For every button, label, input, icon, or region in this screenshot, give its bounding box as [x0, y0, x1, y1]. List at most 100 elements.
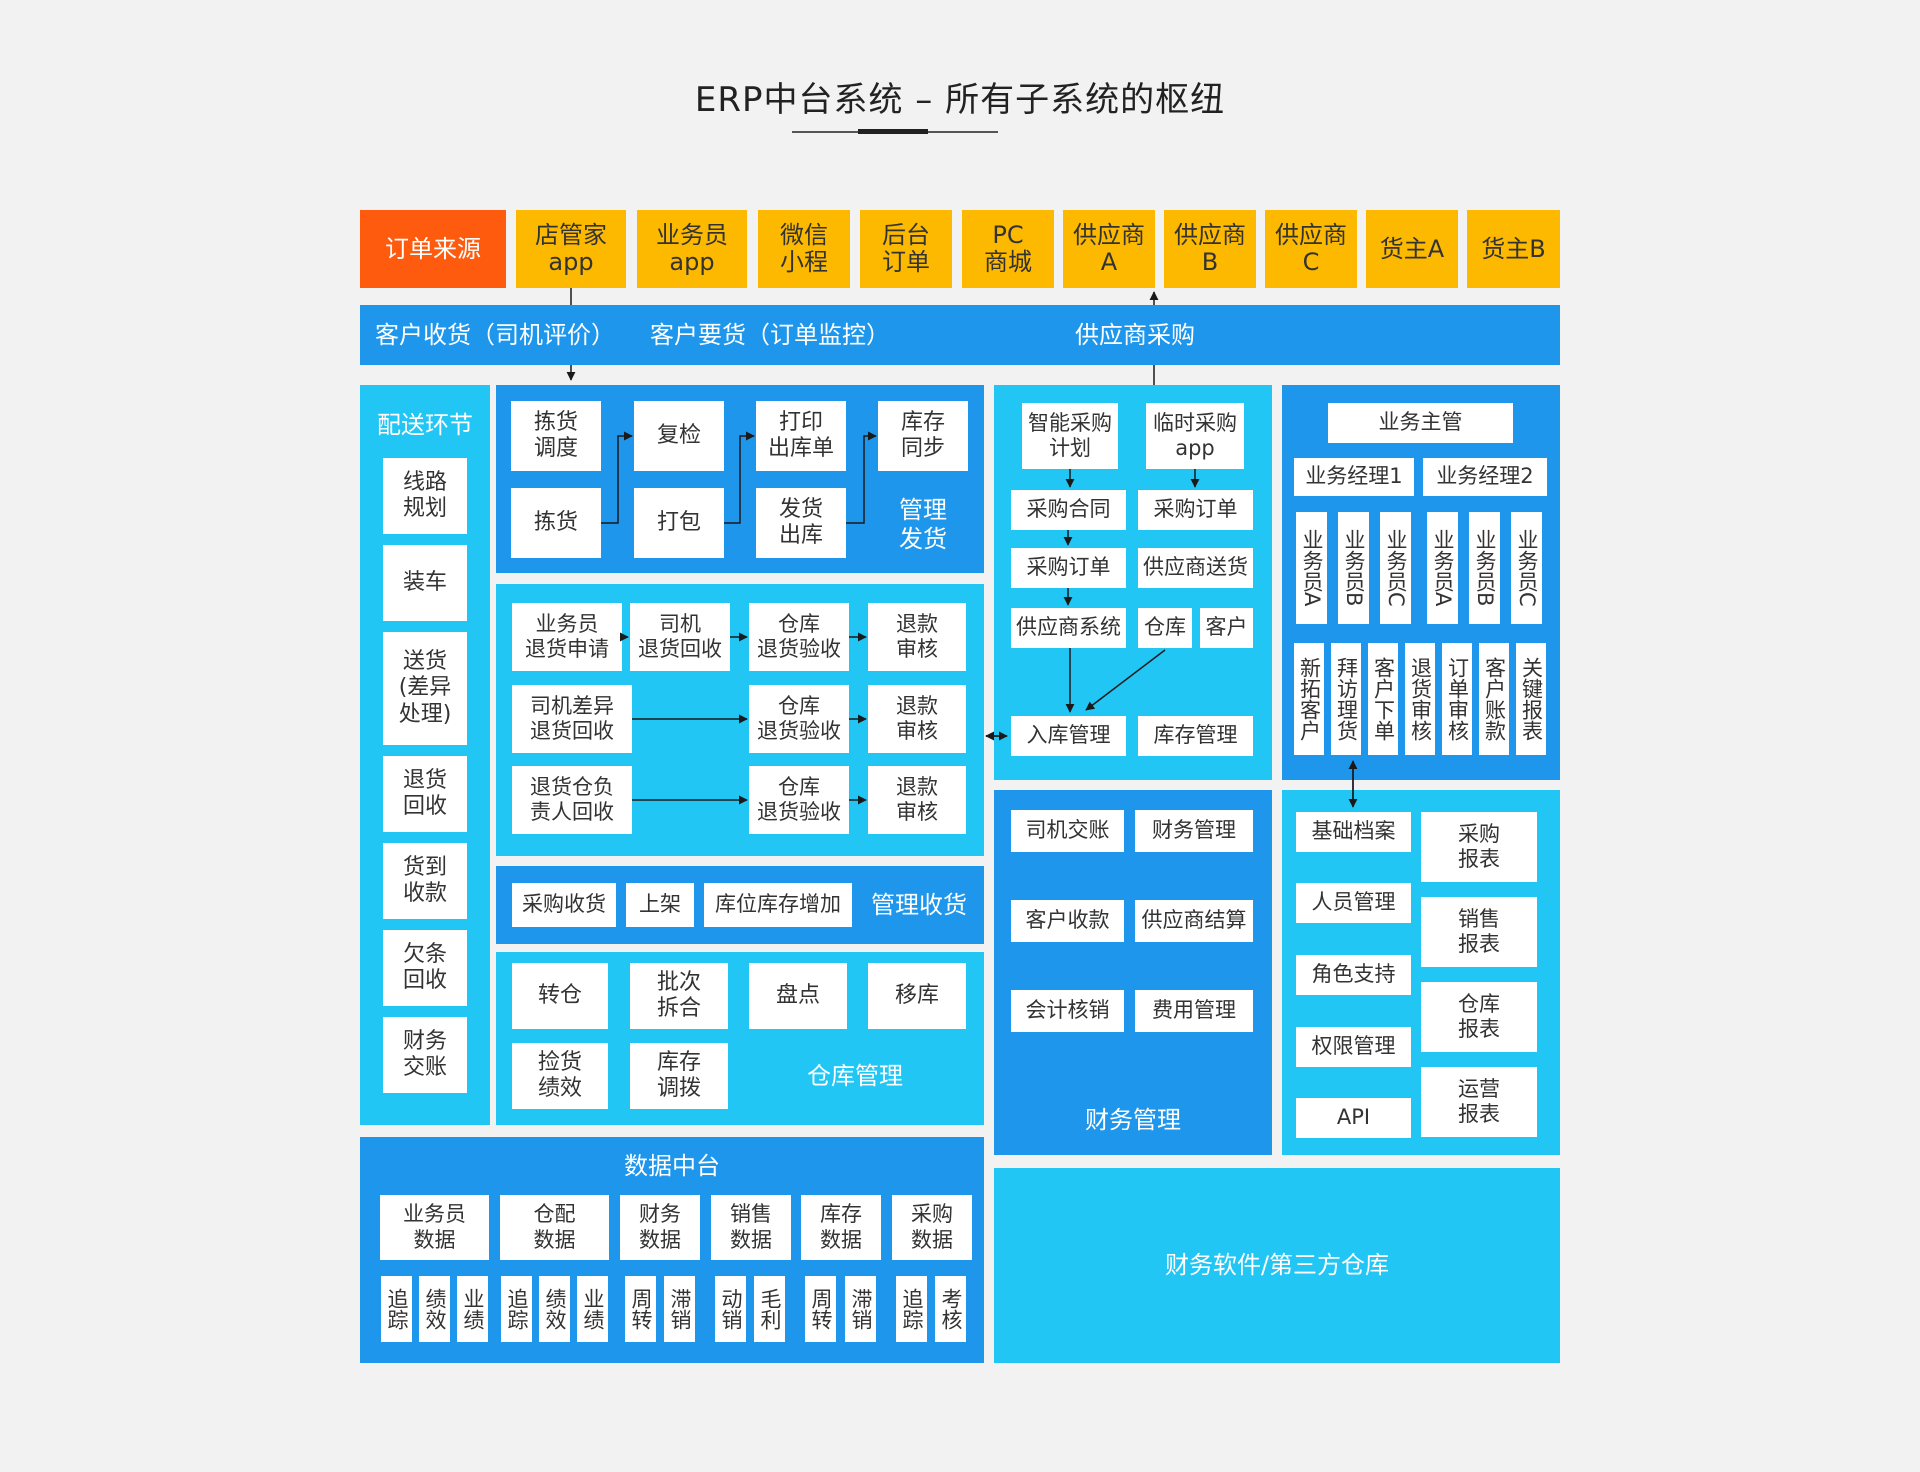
sales-rep-a2: 业务员A — [1427, 512, 1458, 624]
source-owner-b: 货主B — [1467, 210, 1560, 288]
return-warehouse-head: 退货仓负 责人回收 — [512, 766, 632, 834]
inbound-management: 入库管理 — [1011, 716, 1126, 756]
source-backend-order: 后台 订单 — [860, 210, 952, 288]
customer-payment: 客户收款 — [1011, 900, 1124, 942]
purchase-report: 采购 报表 — [1421, 812, 1537, 882]
data-inventory: 库存 数据 — [801, 1195, 881, 1260]
metric-results-2: 业绩 — [577, 1276, 608, 1342]
purchase-customer: 客户 — [1200, 608, 1253, 648]
stock-allocation: 库存 调拨 — [630, 1043, 728, 1109]
source-owner-a: 货主A — [1366, 210, 1458, 288]
location-stock-increase: 库位库存增加 — [704, 883, 852, 927]
metric-results-1: 业绩 — [457, 1276, 488, 1342]
api: API — [1296, 1098, 1411, 1138]
delivery-shipping: 送货 (差异 处理) — [383, 632, 467, 745]
transfer-warehouse: 转仓 — [512, 963, 608, 1029]
purchase-order: 采购订单 — [1011, 548, 1126, 588]
sales-rep-c1: 业务员C — [1380, 512, 1411, 624]
channel-bar — [360, 305, 1560, 365]
data-warehouse-dist: 仓配 数据 — [500, 1195, 609, 1260]
move-location: 移库 — [868, 963, 966, 1029]
driver-settlement: 司机交账 — [1011, 810, 1124, 852]
delivery-finance-settle: 财务 交账 — [383, 1017, 467, 1093]
func-order-review: 订单审核 — [1442, 643, 1472, 755]
data-sales: 销售 数据 — [711, 1195, 791, 1260]
metric-sell-through: 动销 — [715, 1276, 746, 1342]
data-platform-title: 数据中台 — [624, 1151, 720, 1180]
receiving-title: 管理收货 — [871, 890, 967, 919]
permission-management: 权限管理 — [1296, 1027, 1411, 1067]
title-underline-accent — [858, 129, 928, 134]
delivery-title: 配送环节 — [377, 410, 473, 439]
delivery-return-collect: 退货 回收 — [383, 756, 467, 832]
accounting-writeoff: 会计核销 — [1011, 990, 1124, 1032]
packing: 打包 — [634, 488, 724, 558]
finance-title: 财务管理 — [1085, 1105, 1181, 1134]
metric-track-1: 追踪 — [381, 1276, 412, 1342]
source-sales-app: 业务员 app — [637, 210, 747, 288]
personnel-management: 人员管理 — [1296, 883, 1411, 923]
recheck: 复检 — [634, 401, 724, 471]
sales-rep-b1: 业务员B — [1338, 512, 1369, 624]
finance-management: 财务管理 — [1135, 810, 1253, 852]
data-purchase: 采购 数据 — [892, 1195, 972, 1260]
base-archive: 基础档案 — [1296, 812, 1411, 852]
metric-performance-2: 绩效 — [539, 1276, 570, 1342]
metric-turnover-1: 周转 — [625, 1276, 656, 1342]
pick-dispatch: 拣货 调度 — [511, 401, 601, 471]
sales-report: 销售 报表 — [1421, 897, 1537, 967]
stock-count: 盘点 — [749, 963, 847, 1029]
source-supplier-a: 供应商 A — [1063, 210, 1155, 288]
role-support: 角色支持 — [1296, 955, 1411, 995]
supplier-delivery: 供应商送货 — [1138, 548, 1253, 588]
data-finance: 财务 数据 — [620, 1195, 700, 1260]
metric-assessment: 考核 — [935, 1276, 966, 1342]
func-key-reports: 关键报表 — [1516, 643, 1546, 755]
data-sales-rep: 业务员 数据 — [380, 1195, 489, 1260]
return-warehouse-check-1: 仓库 退货验收 — [749, 603, 849, 671]
metric-gross-margin: 毛利 — [754, 1276, 785, 1342]
sales-manager-1: 业务经理1 — [1294, 458, 1414, 496]
metric-turnover-2: 周转 — [805, 1276, 836, 1342]
sales-rep-b2: 业务员B — [1469, 512, 1500, 624]
purchase-contract: 采购合同 — [1011, 490, 1126, 530]
supplier-system: 供应商系统 — [1011, 608, 1126, 648]
warehouse-title: 仓库管理 — [807, 1061, 903, 1090]
channel-customer-order: 客户要货（订单监控） — [650, 320, 890, 349]
metric-slow-moving-1: 滞销 — [664, 1276, 695, 1342]
source-wechat-mini: 微信 小程 — [758, 210, 850, 288]
inventory-management: 库存管理 — [1138, 716, 1253, 756]
channel-customer-receive: 客户收货（司机评价） — [375, 320, 615, 349]
outbound-title: 管理 发货 — [899, 496, 947, 553]
func-customer-account: 客户账款 — [1479, 643, 1509, 755]
return-driver-diff: 司机差异 退货回收 — [512, 685, 632, 753]
metric-track-2: 追踪 — [501, 1276, 532, 1342]
metric-track-3: 追踪 — [896, 1276, 927, 1342]
return-driver-collect: 司机 退货回收 — [630, 603, 730, 671]
delivery-iou-collect: 欠条 回收 — [383, 930, 467, 1006]
delivery-loading: 装车 — [383, 545, 467, 621]
return-sales-apply: 业务员 退货申请 — [512, 603, 622, 671]
supplier-settlement: 供应商结算 — [1135, 900, 1253, 942]
warehouse-report: 仓库 报表 — [1421, 982, 1537, 1052]
print-out-slip: 打印 出库单 — [756, 401, 846, 471]
sales-rep-c2: 业务员C — [1511, 512, 1542, 624]
refund-review-1: 退款 审核 — [868, 603, 966, 671]
source-supplier-c: 供应商 C — [1265, 210, 1357, 288]
order-source-label: 订单来源 — [360, 210, 506, 288]
smart-purchase-plan: 智能采购 计划 — [1022, 403, 1118, 469]
temp-purchase-app: 临时采购 app — [1146, 403, 1244, 469]
func-return-review: 退货审核 — [1405, 643, 1435, 755]
refund-review-2: 退款 审核 — [868, 685, 966, 753]
third-party-panel: 财务软件/第三方仓库 — [994, 1168, 1560, 1363]
func-visit-stock: 拜访理货 — [1331, 643, 1361, 755]
source-pc-mall: PC 商城 — [962, 210, 1054, 288]
operation-report: 运营 报表 — [1421, 1067, 1537, 1137]
shelving: 上架 — [626, 883, 694, 927]
delivery-route-planning: 线路 规划 — [383, 458, 467, 534]
sales-manager-2: 业务经理2 — [1423, 458, 1547, 496]
sales-rep-a1: 业务员A — [1296, 512, 1327, 624]
expense-management: 费用管理 — [1135, 990, 1253, 1032]
source-supplier-b: 供应商 B — [1164, 210, 1256, 288]
delivery-cod: 货到 收款 — [383, 843, 467, 919]
